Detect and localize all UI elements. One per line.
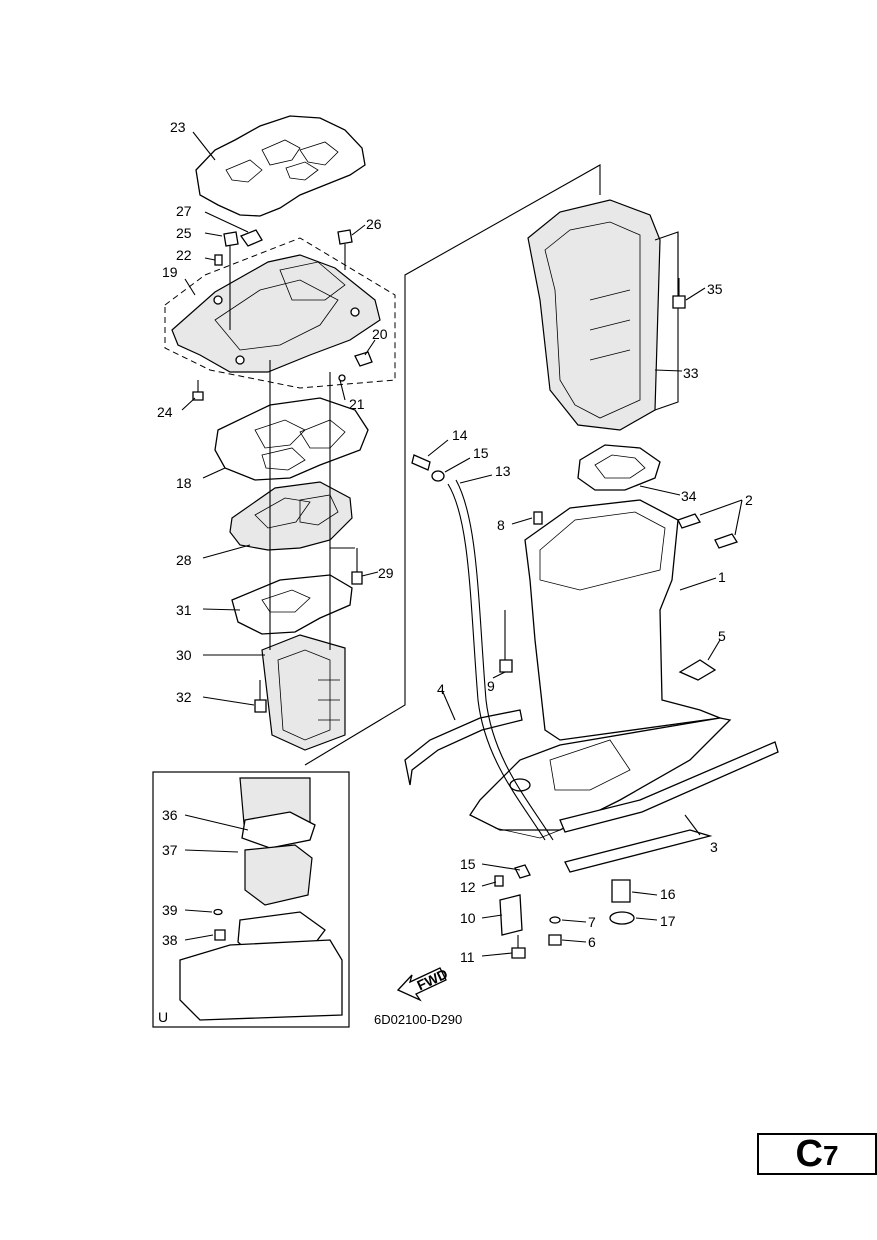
callout-8: 8 [497,517,505,533]
callout-34: 34 [681,488,697,504]
callout-14: 14 [452,427,468,443]
callout-39: 39 [162,902,178,918]
callout-labels: 23 27 25 26 22 19 20 21 24 18 28 29 31 3… [157,119,753,1027]
callout-27: 27 [176,203,192,219]
pin-8 [533,511,543,525]
callout-36: 36 [162,807,178,823]
callout-31: 31 [176,602,192,618]
callout-7: 7 [588,914,596,930]
callout-26: 26 [366,216,382,232]
page-badge: C 7 [757,1133,877,1175]
gasket-18 [214,397,369,481]
bolt-35 [672,278,686,309]
callout-16: 16 [660,886,676,902]
rubber-seal-3 [559,741,779,873]
callout-30: 30 [176,647,192,663]
inset-box [152,771,350,1028]
callout-37: 37 [162,842,178,858]
callout-3: 3 [710,839,718,855]
callout-5: 5 [718,628,726,644]
callout-29: 29 [378,565,394,581]
water-tube-13 [447,479,554,841]
clip-5 [678,659,717,681]
bottom-small-parts [494,864,635,959]
small-fasteners-top [192,229,373,401]
leader-lines [181,131,743,957]
grommet-15-top [431,470,445,482]
callout-1: 1 [718,569,726,585]
bolt-29 [351,548,363,585]
callout-19: 19 [162,264,178,280]
callout-11: 11 [460,949,475,965]
adapter-28 [229,481,353,551]
callout-35: 35 [707,281,723,297]
upper-casing-1 [469,499,732,839]
callout-22: 22 [176,247,192,263]
callout-17: 17 [660,913,676,929]
callout-12: 12 [460,879,476,895]
callout-10: 10 [460,910,476,926]
callout-15-bottom: 15 [460,856,476,872]
oil-pan-33 [527,199,679,431]
callout-28: 28 [176,552,192,568]
exhaust-guide-30 [261,634,346,751]
callout-33: 33 [683,365,699,381]
callout-21: 21 [349,396,365,412]
page-badge-number: 7 [822,1140,839,1171]
gasket-23 [195,115,366,217]
assembly-bracket-frame [304,164,601,766]
callout-6: 6 [588,934,596,950]
bolt-9 [499,610,513,673]
callout-2: 2 [745,492,753,508]
fwd-arrow-icon [396,967,447,1002]
callout-32: 32 [176,689,192,705]
page-badge-letter: C [795,1133,823,1175]
diagram-code: 6D02100-D290 [374,1012,462,1027]
inset-label: U [158,1009,168,1025]
callout-20: 20 [372,326,388,342]
callout-38: 38 [162,932,178,948]
rubber-seal-4 [404,709,523,786]
dowel-pins-2 [677,513,738,549]
bolt-32 [254,680,267,713]
callout-25: 25 [176,225,192,241]
gasket-34 [577,444,661,491]
assembly-lines-left [269,360,355,650]
callout-23: 23 [170,119,186,135]
callout-13: 13 [495,463,511,479]
manifold-group-19 [164,237,396,389]
callout-9: 9 [487,678,495,694]
fwd-label: FWD [414,965,450,993]
callout-4: 4 [437,681,445,697]
callout-18: 18 [176,475,192,491]
gasket-31 [231,574,353,635]
grommet-14 [411,454,431,471]
callout-24: 24 [157,404,173,420]
callout-15-top: 15 [473,445,489,461]
